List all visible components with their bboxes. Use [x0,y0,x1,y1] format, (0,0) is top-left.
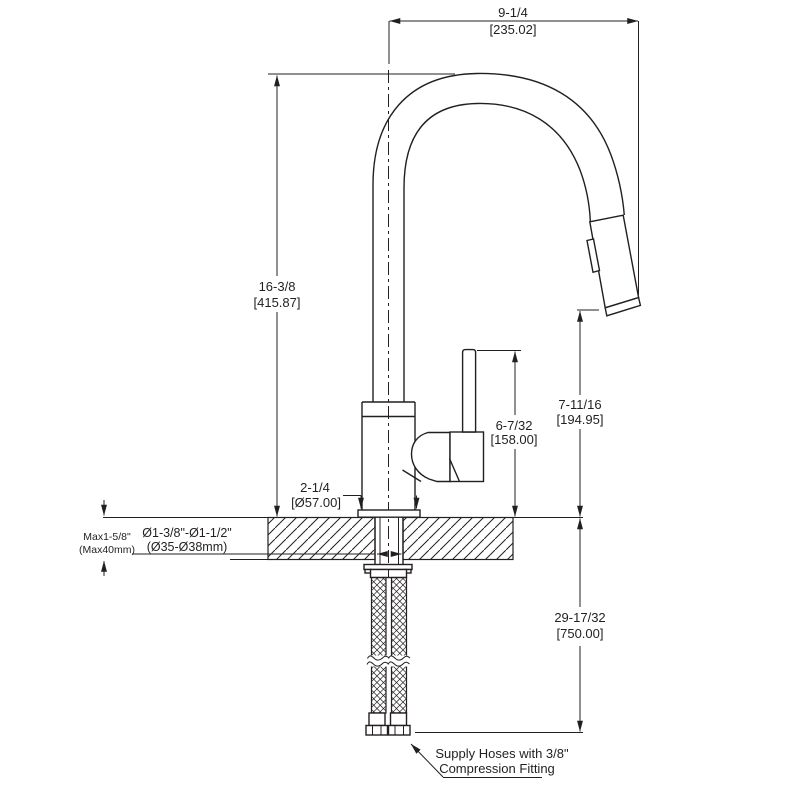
handle-connector [410,431,451,483]
countertop-left-section [267,516,376,561]
dim-value-metric: [750.00] [557,626,604,641]
faucet-spout [372,72,625,402]
dim-value-metric: [235.02] [490,22,537,37]
hose-break-wave [367,655,390,661]
note-line1: Supply Hoses with 3/8" [435,746,569,761]
dim-value-metric: [Ø57.00] [291,495,341,510]
supply-hose-note: Supply Hoses with 3/8" Compression Fitti… [410,743,569,778]
supply-hoses [365,576,411,736]
spout-inner-curve [403,102,591,402]
spout-outer-curve [372,72,625,402]
hose-break-gap [366,655,411,667]
hose-break-wave [366,661,389,667]
dim-value-metric: [415.87] [254,295,301,310]
hose-ferrule-left [368,712,386,727]
dimension-hose-length: 29-17/32 [750.00] [415,518,606,733]
mounting-hardware [363,563,413,579]
dim-value-imperial: 2-1/4 [300,480,330,495]
countertop [103,516,583,561]
dim-value-imperial: 16-3/8 [259,279,296,294]
hose-break-wave [388,655,411,661]
dimension-overall-height: 16-3/8 [415.87] [254,73,455,517]
handle-base-seam [448,458,461,482]
note-line2: Compression Fitting [439,761,555,776]
leader-arrow [410,743,444,778]
compression-nut-right [387,724,411,736]
dim-value-imperial: 9-1/4 [498,5,528,20]
spray-head-face [604,296,642,317]
hose-left [370,576,387,714]
hose-break-wave [387,661,410,667]
dimension-handle-height: 6-7/32 [158.00] [477,350,538,517]
hose-ferrule-right [389,712,408,727]
handle-lever [461,348,477,433]
dim-value-metric: (Max40mm) [79,544,135,556]
dim-value-imperial: Max1-5/8" [83,531,131,543]
dim-value-metric: [194.95] [557,412,604,427]
hose-right [390,576,408,714]
dim-value-metric: (Ø35-Ø38mm) [147,540,228,554]
mounting-washer [363,563,413,571]
spray-head [586,214,642,317]
handle-connector-seam [402,469,422,483]
dimension-deck-thickness: Max1-5/8" (Max40mm) [79,500,135,576]
dimension-spout-reach: 9-1/4 [235.02] [388,5,639,295]
dim-value-imperial: 7-11/16 [558,397,601,412]
dim-value-imperial: Ø1-3/8"-Ø1-1/2" [142,526,231,540]
dim-value-metric: [158.00] [491,432,538,447]
countertop-right-section [402,516,514,561]
dim-value-imperial: 6-7/32 [496,418,533,433]
faucet-handle [402,348,485,483]
dimension-head-clearance: 7-11/16 [194.95] [557,309,604,517]
handle-base [449,431,485,483]
base-flange [357,509,421,518]
compression-nut-left [365,724,389,736]
spray-head-button [586,238,601,274]
dimension-base-diameter: 2-1/4 [Ø57.00] [291,480,420,510]
dim-value-imperial: 29-17/32 [554,610,605,625]
dimension-hole-diameter: Ø1-3/8"-Ø1-1/2" (Ø35-Ø38mm) [132,526,402,557]
